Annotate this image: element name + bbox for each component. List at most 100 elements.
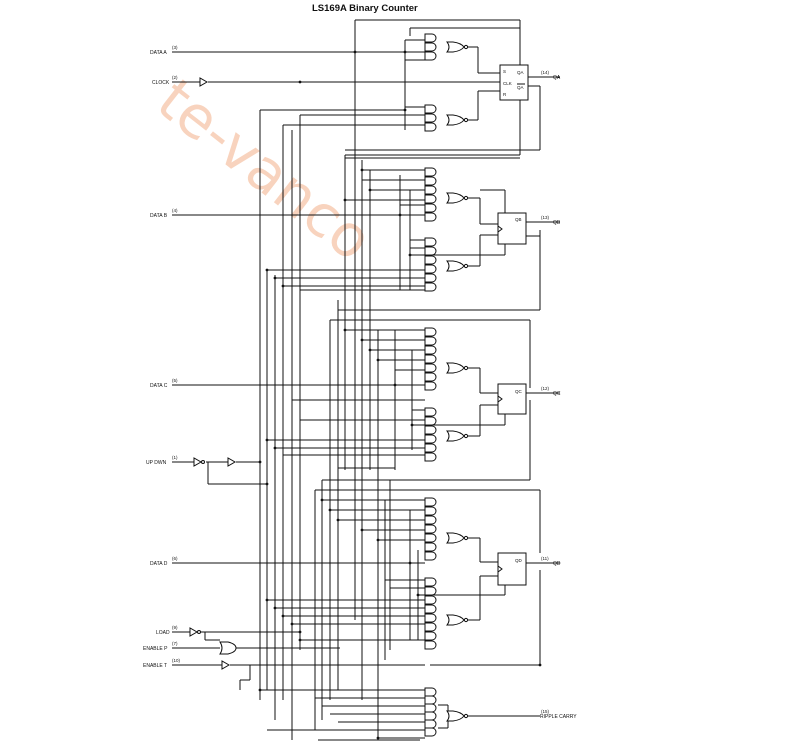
and-gate: [424, 695, 437, 705]
svg-text:S: S: [503, 69, 506, 74]
or-gate-array: [445, 41, 469, 722]
and-gate: [424, 372, 437, 382]
svg-text:(4): (4): [172, 208, 178, 213]
diagram-title: LS169A Binary Counter: [312, 3, 418, 14]
and-gate: [424, 711, 437, 721]
svg-text:(13): (13): [541, 215, 550, 220]
and-gate: [424, 167, 437, 177]
inversion-bubble: [463, 44, 469, 50]
label-load: LOAD: [156, 630, 170, 636]
nor-gate: [445, 260, 465, 272]
and-gate: [424, 33, 437, 43]
label-qb: QB: [553, 220, 561, 226]
input-labels: DATA A (3) CLOCK (2) DATA B (4) DATA C (…: [143, 45, 181, 669]
svg-text:te-vanco: te-vanco: [145, 66, 385, 275]
label-qc: QC: [553, 391, 561, 397]
label-qa: QA: [553, 75, 561, 81]
inversion-bubble: [463, 195, 469, 201]
nor-gate: [445, 430, 465, 442]
flipflop-b: QB: [497, 212, 527, 245]
svg-text:R: R: [503, 92, 507, 97]
and-gate: [424, 381, 437, 391]
svg-text:CLK: CLK: [503, 81, 512, 86]
svg-text:QB: QB: [515, 217, 522, 222]
nor-gate: [445, 362, 465, 374]
and-gate: [424, 604, 437, 614]
and-gate: [424, 452, 437, 462]
and-gate: [424, 113, 437, 123]
label-data-b: DATA B: [150, 213, 168, 219]
svg-text:(11): (11): [541, 556, 549, 561]
nor-gate: [445, 192, 465, 204]
svg-text:(15): (15): [541, 709, 550, 714]
and-gate: [424, 246, 437, 256]
label-ripple-carry: RIPPLE CARRY: [540, 714, 577, 720]
label-up-down: UP DWN: [146, 460, 167, 466]
and-gate: [424, 51, 437, 61]
and-gate: [424, 237, 437, 247]
label-data-a: DATA A: [150, 50, 167, 56]
inversion-bubble: [463, 117, 469, 123]
svg-text:(3): (3): [172, 45, 178, 50]
and-gate: [424, 363, 437, 373]
svg-text:(5): (5): [172, 378, 178, 383]
and-gate: [424, 354, 437, 364]
and-gate: [424, 497, 437, 507]
and-gate: [424, 327, 437, 337]
svg-text:QC: QC: [515, 389, 523, 394]
and-gate-array: [424, 33, 437, 737]
svg-text:(12): (12): [541, 386, 550, 391]
and-gate: [424, 104, 437, 114]
and-gate: [424, 176, 437, 186]
and-gate: [424, 212, 437, 222]
and-gate: [424, 203, 437, 213]
and-gate: [424, 425, 437, 435]
nor-gate: [445, 614, 465, 626]
inversion-bubble: [463, 535, 469, 541]
svg-text:(14): (14): [541, 70, 550, 75]
wires: [172, 19, 560, 739]
svg-text:(6): (6): [172, 556, 178, 561]
and-gate: [424, 336, 437, 346]
svg-text:(2): (2): [172, 75, 178, 80]
inversion-bubble: [463, 433, 469, 439]
nor-gate: [445, 710, 465, 722]
and-gate: [424, 255, 437, 265]
nor-gate: [445, 114, 465, 126]
and-gate: [424, 542, 437, 552]
inversion-bubble: [463, 713, 469, 719]
flipflop-a: S CLK R QA QA: [499, 64, 529, 101]
and-gate: [424, 443, 437, 453]
svg-text:QA: QA: [517, 85, 524, 90]
and-gate: [424, 506, 437, 516]
and-gate: [424, 640, 437, 650]
nor-gate: [445, 532, 465, 544]
and-gate: [424, 122, 437, 132]
inversion-bubble: [463, 617, 469, 623]
and-gate: [424, 185, 437, 195]
and-gate: [424, 719, 437, 729]
label-enable-t: ENABLE T: [143, 663, 167, 669]
and-gate: [424, 687, 437, 697]
and-gate: [424, 586, 437, 596]
svg-text:(7): (7): [172, 641, 178, 646]
and-gate: [424, 282, 437, 292]
inversion-bubble: [463, 263, 469, 269]
svg-text:(1): (1): [172, 455, 178, 460]
flipflop-d: QD: [497, 552, 527, 586]
nor-gate: [445, 41, 465, 53]
and-gate: [424, 264, 437, 274]
output-labels: (14) QA (13) QB (12) QC (11) QD (15) RIP…: [540, 70, 577, 720]
svg-text:(10): (10): [172, 658, 181, 663]
and-gate: [424, 613, 437, 623]
svg-text:(9): (9): [172, 625, 178, 630]
junction-dots: [258, 50, 542, 740]
flipflop-c: QC: [497, 383, 527, 415]
and-gate: [424, 434, 437, 444]
and-gate: [424, 533, 437, 543]
watermark: te-vanco: [145, 66, 385, 275]
and-gate: [424, 407, 437, 417]
label-clock: CLOCK: [152, 80, 170, 86]
label-data-c: DATA C: [150, 383, 168, 389]
